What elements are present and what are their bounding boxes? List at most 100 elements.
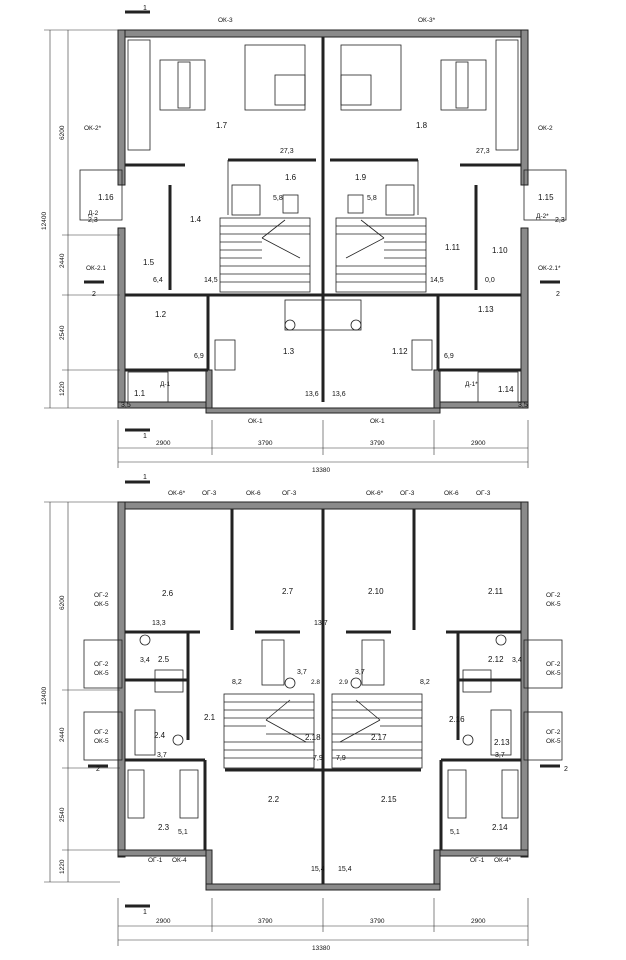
side-mark: ОК-5 <box>94 738 109 745</box>
vertical-dimension: 2440 <box>59 727 66 742</box>
room-number: 1.9 <box>355 173 367 182</box>
side-mark: ОГ-2 <box>94 592 109 599</box>
room-number: 1.7 <box>216 121 228 130</box>
room-area: 27,3 <box>476 148 490 155</box>
porches <box>79 169 567 403</box>
room-area: 3,7 <box>297 669 307 676</box>
side-mark: ОГ-2 <box>94 661 109 668</box>
top-mark: ОГ-3 <box>282 490 297 497</box>
top-mark: ОГ-3 <box>202 490 217 497</box>
vertical-dimension: 6200 <box>59 595 66 610</box>
staircase-left <box>219 217 311 293</box>
room-number: 1.13 <box>478 305 494 314</box>
horizontal-dimension: 3790 <box>258 918 273 925</box>
room-number: 2.4 <box>154 731 166 740</box>
room-number: 2.13 <box>494 738 510 747</box>
side-mark: ОГ-2 <box>546 661 561 668</box>
room-area: 3,4 <box>512 657 522 664</box>
room-number: 2.1 <box>204 713 216 722</box>
horizontal-dimension: 3790 <box>370 440 385 447</box>
room-number: 1.2 <box>155 310 167 319</box>
side-mark: ОК-2 <box>538 125 553 132</box>
side-mark: ОК-5 <box>546 601 561 608</box>
room-number: 1.16 <box>98 193 114 202</box>
room-area: 13,7 <box>314 620 328 627</box>
side-mark: ОК-2.1 <box>86 265 106 272</box>
side-mark: ОК-5 <box>546 670 561 677</box>
side-mark: ОГ-2 <box>546 592 561 599</box>
interior-walls <box>125 37 521 402</box>
room-number: 2.17 <box>371 733 387 742</box>
room-area: 13,6 <box>305 391 319 398</box>
room-area: 3,4 <box>140 657 150 664</box>
room-number: 2.10 <box>368 587 384 596</box>
side-mark: ОК-5 <box>546 738 561 745</box>
horizontal-dimension: 2900 <box>471 918 486 925</box>
room-number: 2.5 <box>158 655 170 664</box>
vertical-dimension: 6200 <box>59 125 66 140</box>
room-number: 2.14 <box>492 823 508 832</box>
room-number: 1.11 <box>445 243 461 252</box>
bathroom-fixtures <box>134 634 512 756</box>
horizontal-dimension: 13380 <box>312 945 330 952</box>
room-area: 6,4 <box>153 277 163 284</box>
furniture <box>127 39 519 371</box>
bottom-mark: ОК-4 <box>172 857 187 864</box>
interior-walls <box>125 509 521 884</box>
room-number: 1.3 <box>283 347 295 356</box>
side-mark: Д-2 <box>88 210 99 217</box>
section-mark: 2 <box>564 766 568 773</box>
room-area: 5,8 <box>367 195 377 202</box>
vertical-dimension: 2540 <box>59 807 66 822</box>
room-number: 1.6 <box>285 173 297 182</box>
room-area: 2,3 <box>555 217 565 224</box>
room-area: 3,7 <box>157 752 167 759</box>
room-number: 1.10 <box>492 246 508 255</box>
section-mark: 1 <box>143 474 147 481</box>
room-area: 6,9 <box>444 353 454 360</box>
horizontal-dimension: 2900 <box>471 440 486 447</box>
room-number: 1.15 <box>538 193 554 202</box>
section-cuts <box>84 10 560 432</box>
room-number: 2.16 <box>449 715 465 724</box>
top-mark: ОК-3* <box>418 17 436 24</box>
room-area: 14,5 <box>204 277 218 284</box>
wardrobes <box>127 769 519 819</box>
section-mark: 1 <box>143 909 147 916</box>
staircase-left <box>223 693 315 769</box>
room-number: 2.9 <box>339 679 348 686</box>
room-number: 2.2 <box>268 795 280 804</box>
room-area: 8,2 <box>420 679 430 686</box>
bottom-mark: ОК-4* <box>494 857 512 864</box>
room-area: 5,8 <box>273 195 283 202</box>
room-number: 2.6 <box>162 589 174 598</box>
room-area: 3,5 <box>121 402 131 409</box>
top-mark: ОГ-3 <box>476 490 491 497</box>
room-area: 3,7 <box>495 752 505 759</box>
side-mark: ОК-2.1* <box>538 265 561 272</box>
side-mark: ОГ-2 <box>546 729 561 736</box>
room-area: 13,3 <box>152 620 166 627</box>
section-mark: 1 <box>143 433 147 440</box>
room-number: 2.11 <box>488 587 504 596</box>
side-mark: Д-1* <box>465 381 478 388</box>
vertical-dimension: 12400 <box>41 687 48 705</box>
section-mark: 1 <box>143 5 147 12</box>
bottom-mark: ОК-1 <box>370 418 385 425</box>
vertical-dimension: 1220 <box>59 381 66 396</box>
room-area: 5,1 <box>178 829 188 836</box>
top-mark: ОК-6* <box>366 490 384 497</box>
dimension-lines <box>44 501 529 946</box>
floor-plan-2: ОК-6* ОГ-3 ОК-6 ОГ-3 ОК-6* ОГ-3 ОК-6 ОГ-… <box>41 474 568 952</box>
section-cuts <box>88 480 560 908</box>
top-mark: ОК-6 <box>444 490 459 497</box>
vertical-dimension: 12400 <box>41 212 48 230</box>
room-area: 3,7 <box>355 669 365 676</box>
room-area: 7,9 <box>336 755 346 762</box>
room-number: 2.12 <box>488 655 504 664</box>
top-mark: ОГ-3 <box>400 490 415 497</box>
horizontal-dimension: 2900 <box>156 918 171 925</box>
side-mark: ОК-5 <box>94 601 109 608</box>
room-area: 27,3 <box>280 148 294 155</box>
horizontal-dimension: 3790 <box>258 440 273 447</box>
